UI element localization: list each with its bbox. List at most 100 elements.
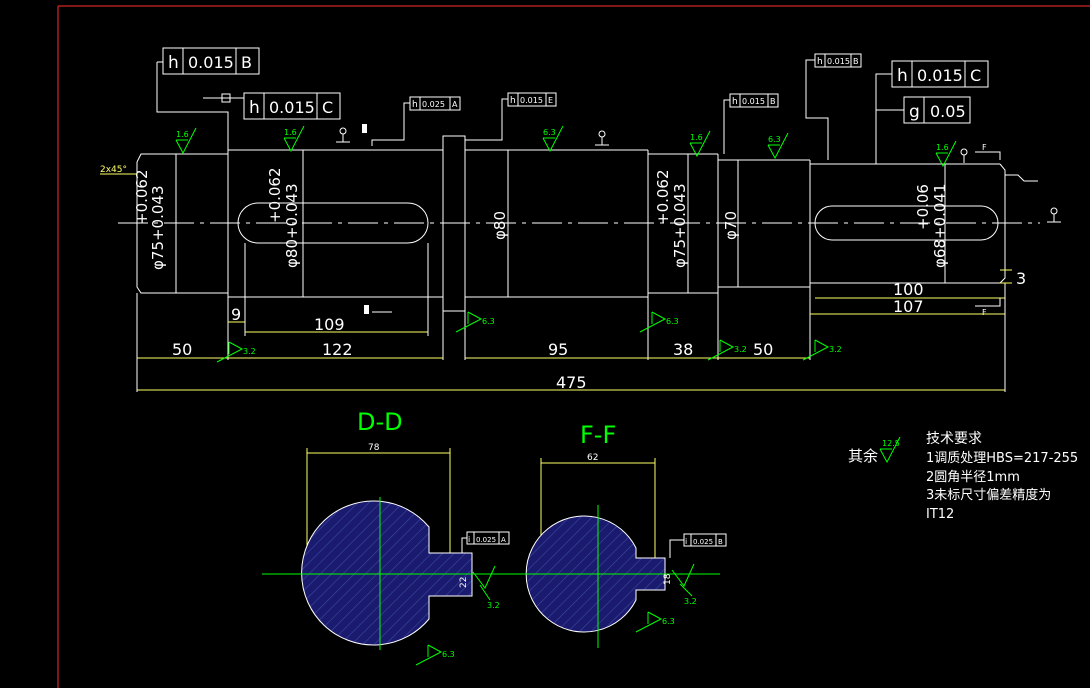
svg-text:0.015: 0.015	[188, 53, 234, 72]
dim-50b: 50	[753, 340, 773, 359]
svg-text:6.3: 6.3	[543, 128, 556, 137]
dimension-lines	[136, 243, 1012, 392]
section-dd-title: D-D	[357, 408, 403, 436]
dim-109: 109	[314, 315, 345, 334]
tolerance-frame-6: h 0.015 B	[805, 53, 862, 160]
svg-text:A: A	[501, 536, 506, 544]
dia-d4: φ75+0.043	[671, 184, 689, 269]
tolerance-frame-2: h 0.015 C	[203, 92, 341, 120]
dim-9: 9	[231, 305, 241, 324]
section-dd-width: 78	[368, 443, 380, 453]
svg-text:1.6: 1.6	[936, 143, 949, 152]
svg-text:3.2: 3.2	[829, 345, 842, 354]
dia-d1-tol: +0.062	[133, 169, 151, 225]
rest-roughness-label: 其余	[848, 447, 878, 465]
svg-text:0.025: 0.025	[693, 538, 713, 546]
svg-text:0.015: 0.015	[742, 97, 765, 106]
svg-text:F: F	[982, 308, 987, 317]
tolerance-frame-7: h 0.015 C	[891, 60, 989, 88]
svg-text:h: h	[897, 66, 908, 86]
section-ff: F-F 62 18 i 0.025 B 3.2 6.3	[513, 421, 727, 648]
dia-d2: φ80+0.043	[283, 184, 301, 269]
section-markers: F F	[975, 143, 1038, 317]
svg-text:h: h	[249, 98, 260, 118]
svg-text:0.05: 0.05	[930, 102, 966, 121]
svg-text:12.5: 12.5	[882, 439, 900, 448]
dim-107: 107	[893, 297, 924, 316]
svg-text:3.2: 3.2	[487, 601, 500, 610]
section-dd-key: 22	[459, 577, 469, 588]
section-ff-title: F-F	[580, 421, 616, 449]
svg-text:3.2: 3.2	[734, 345, 747, 354]
shaft-outline	[136, 135, 1006, 312]
dim-38: 38	[673, 340, 693, 359]
svg-text:6.3: 6.3	[768, 135, 781, 144]
svg-text:0.015: 0.015	[269, 98, 315, 117]
svg-text:g: g	[909, 102, 920, 122]
diameter-labels: φ75+0.043 +0.062 φ80+0.043 +0.062 φ80 φ7…	[133, 167, 949, 270]
dim-122: 122	[322, 340, 353, 359]
svg-text:6.3: 6.3	[666, 317, 679, 326]
dim-475: 475	[556, 373, 587, 392]
dia-d5: φ70	[722, 211, 740, 240]
svg-text:6.3: 6.3	[442, 650, 455, 659]
dia-d6-tol: +0.06	[914, 184, 932, 230]
tolerance-frame-8: g 0.05	[875, 73, 971, 164]
svg-text:0.025: 0.025	[476, 536, 496, 544]
roughness-symbols: 1.6 1.6 6.3 1.6 6.3 1.6 3.2 6.3 6.3 3.2 …	[175, 125, 957, 363]
svg-text:i: i	[468, 535, 470, 544]
svg-text:A: A	[452, 100, 458, 109]
dia-d1: φ75+0.043	[149, 186, 167, 271]
svg-text:h: h	[732, 97, 738, 107]
datum-symbols	[336, 124, 1061, 314]
technical-notes: 其余 12.5 技术要求 1调质处理HBS=217-255 2圆角半径1mm 3…	[848, 431, 1078, 522]
svg-text:0.015: 0.015	[827, 57, 850, 66]
notes-line-3: 3未标尺寸偏差精度为	[926, 487, 1051, 503]
notes-heading: 技术要求	[926, 431, 982, 447]
tolerance-frame-4: h 0.015 E	[465, 92, 557, 141]
dia-d2-tol: +0.062	[266, 167, 284, 223]
dimension-values: 50 122 109 9 95 38 50 475 100 107 3 2x45…	[100, 165, 1026, 392]
tolerance-frame-5: h 0.015 B	[723, 93, 779, 154]
tolerance-frame-1: h 0.015 B	[156, 47, 260, 150]
svg-text:3.2: 3.2	[243, 347, 256, 356]
dia-d3: φ80	[491, 211, 509, 240]
svg-text:C: C	[970, 66, 981, 85]
dia-d4-tol: +0.062	[654, 169, 672, 225]
svg-text:B: B	[241, 53, 252, 72]
svg-text:E: E	[548, 96, 553, 105]
svg-text:1.6: 1.6	[176, 130, 189, 139]
notes-line-2: 2圆角半径1mm	[926, 470, 1020, 485]
svg-text:3.2: 3.2	[684, 597, 697, 606]
dim-100: 100	[893, 280, 924, 299]
section-dd: D-D 78 22 i 0.025 A 3.2 6.3	[262, 408, 515, 666]
svg-text:6.3: 6.3	[662, 617, 675, 626]
svg-text:0.015: 0.015	[520, 96, 543, 105]
notes-line-4: IT12	[926, 507, 954, 522]
svg-text:B: B	[853, 57, 859, 66]
svg-text:6.3: 6.3	[482, 317, 495, 326]
svg-text:1.6: 1.6	[690, 133, 703, 142]
drawing-border	[57, 5, 1090, 688]
svg-text:h: h	[412, 100, 418, 110]
svg-text:C: C	[322, 98, 333, 117]
tolerance-frame-3: h 0.025 A	[371, 96, 461, 146]
svg-text:h: h	[817, 57, 823, 67]
dim-3: 3	[1016, 269, 1026, 288]
section-ff-key: 18	[663, 573, 673, 585]
chamfer-label: 2x45°	[100, 165, 127, 175]
section-ff-width: 62	[587, 453, 598, 463]
dim-95: 95	[548, 340, 568, 359]
svg-text:F: F	[982, 143, 987, 152]
svg-text:B: B	[718, 538, 723, 546]
svg-text:1.6: 1.6	[284, 128, 297, 137]
svg-text:0.025: 0.025	[422, 100, 445, 109]
svg-text:B: B	[770, 97, 776, 106]
dia-d6: φ68+0.041	[931, 184, 949, 269]
svg-text:h: h	[510, 96, 516, 106]
svg-text:h: h	[168, 53, 179, 73]
notes-line-1: 1调质处理HBS=217-255	[926, 451, 1078, 466]
svg-text:i: i	[685, 537, 687, 546]
svg-text:0.015: 0.015	[917, 66, 963, 85]
